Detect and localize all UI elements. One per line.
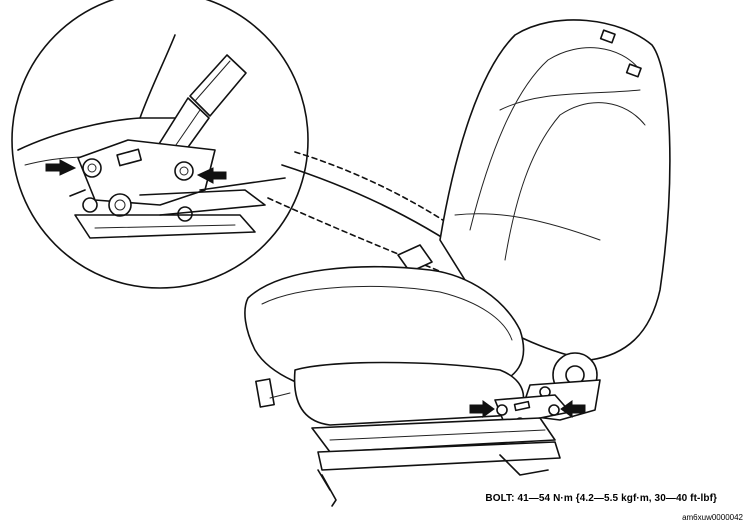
seat-illustration — [244, 19, 671, 507]
arrow-left-icon — [560, 400, 586, 418]
bolt-front-left — [82, 158, 102, 178]
arrow-right-icon — [196, 167, 227, 184]
torque-spec: BOLT: 41—54 N·m {4.2—5.5 kgf·m, 30—40 ft… — [485, 493, 717, 504]
arrow-right-icon — [469, 400, 495, 418]
bolt-socket — [108, 193, 132, 217]
figure-code: am6xuw0000042 — [682, 513, 743, 522]
arrow-left-icon — [45, 159, 77, 176]
bolt-front-right — [174, 161, 194, 181]
detail-magnifier — [11, 0, 501, 293]
